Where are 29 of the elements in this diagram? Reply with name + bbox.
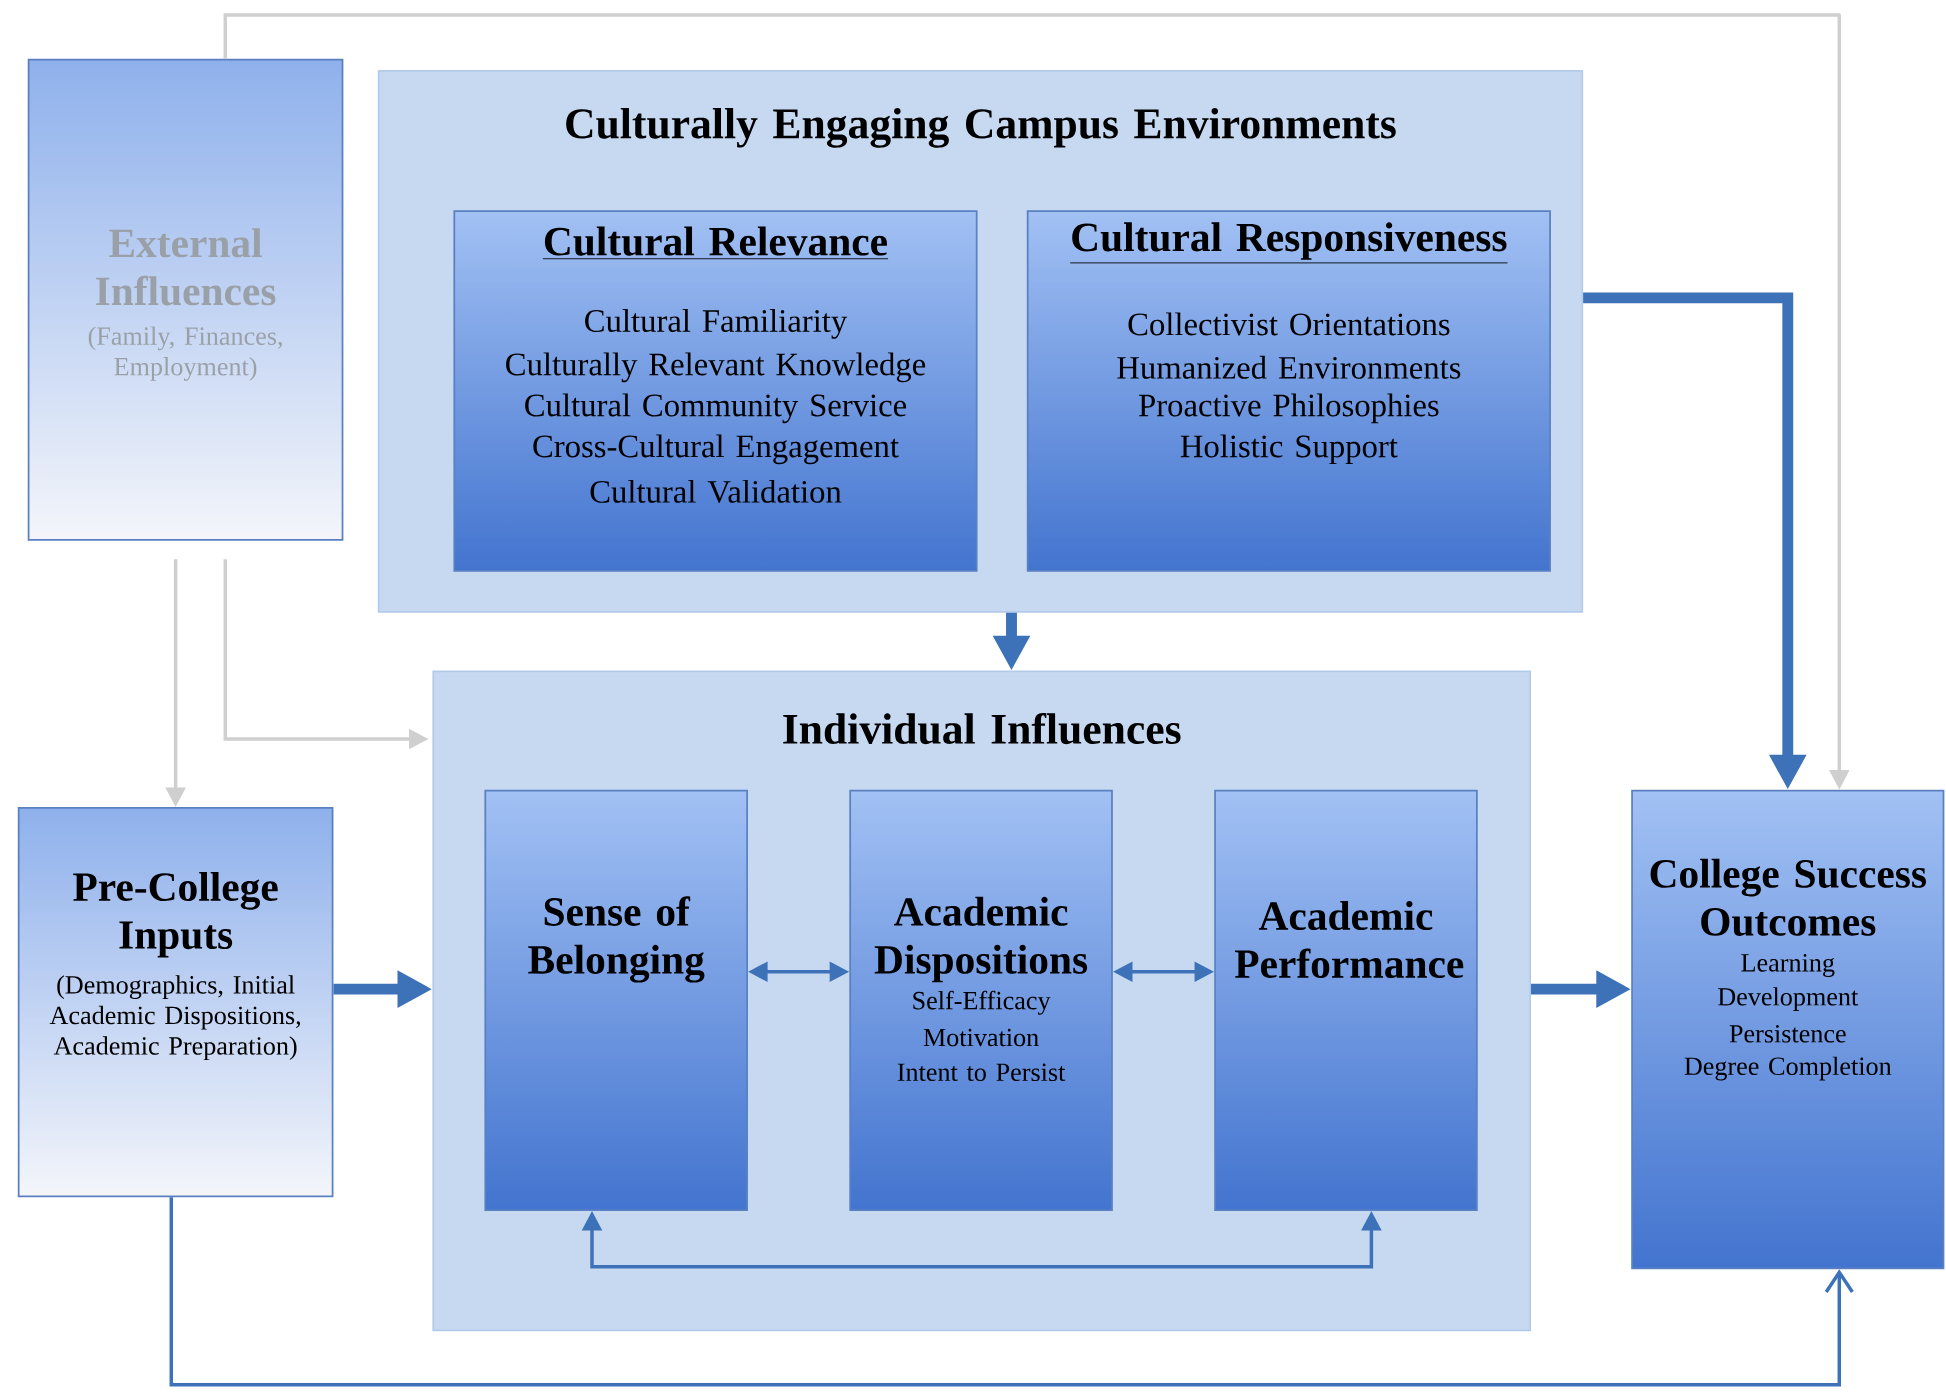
item-text: Cultural Validation xyxy=(590,479,842,503)
item-text: Degree Completion xyxy=(1684,1056,1892,1081)
item-text: Self-Efficacy xyxy=(913,990,1051,1015)
heading: Cultural Responsiveness xyxy=(1069,222,1508,264)
heading: College Success Outcomes xyxy=(1650,858,1926,936)
heading: Academic Performance xyxy=(1235,900,1464,978)
heading: Academic Dispositions xyxy=(874,896,1088,983)
arrow xyxy=(169,1197,1854,1387)
heading: Cultural Relevance xyxy=(542,226,889,259)
heading: Sense of Belonging xyxy=(528,896,705,983)
heading: Pre-College Inputs xyxy=(73,871,278,958)
item-text: (Demographics, Initial Academic Dispositions, Academic Preparation) xyxy=(49,975,301,1060)
heading: External Influences xyxy=(96,228,276,306)
item-text: Collectivist Orientations xyxy=(1128,312,1450,336)
item-text: Motivation xyxy=(923,1028,1039,1047)
heading: Individual Influences xyxy=(783,712,1181,744)
item-text: Proactive Philosophies xyxy=(1139,393,1439,423)
item-text: Humanized Environments xyxy=(1117,355,1461,379)
item-text: (Family, Finances, Employment) xyxy=(88,326,282,381)
item-text: Culturally Relevant Knowledge xyxy=(506,352,926,382)
item-text: Persistence xyxy=(1729,1024,1846,1043)
heading: Culturally Engaging Campus Environments xyxy=(566,107,1396,148)
item-text: Learning xyxy=(1741,953,1835,977)
item-text: Holistic Support xyxy=(1180,434,1398,464)
item-text: Intent to Persist xyxy=(897,1063,1066,1081)
item-text: Cultural Community Service xyxy=(525,393,907,423)
item-text: Cultural Familiarity xyxy=(585,308,848,339)
item-text: Development xyxy=(1718,986,1859,1011)
item-text: Cross-Cultural Engagement xyxy=(533,434,899,464)
